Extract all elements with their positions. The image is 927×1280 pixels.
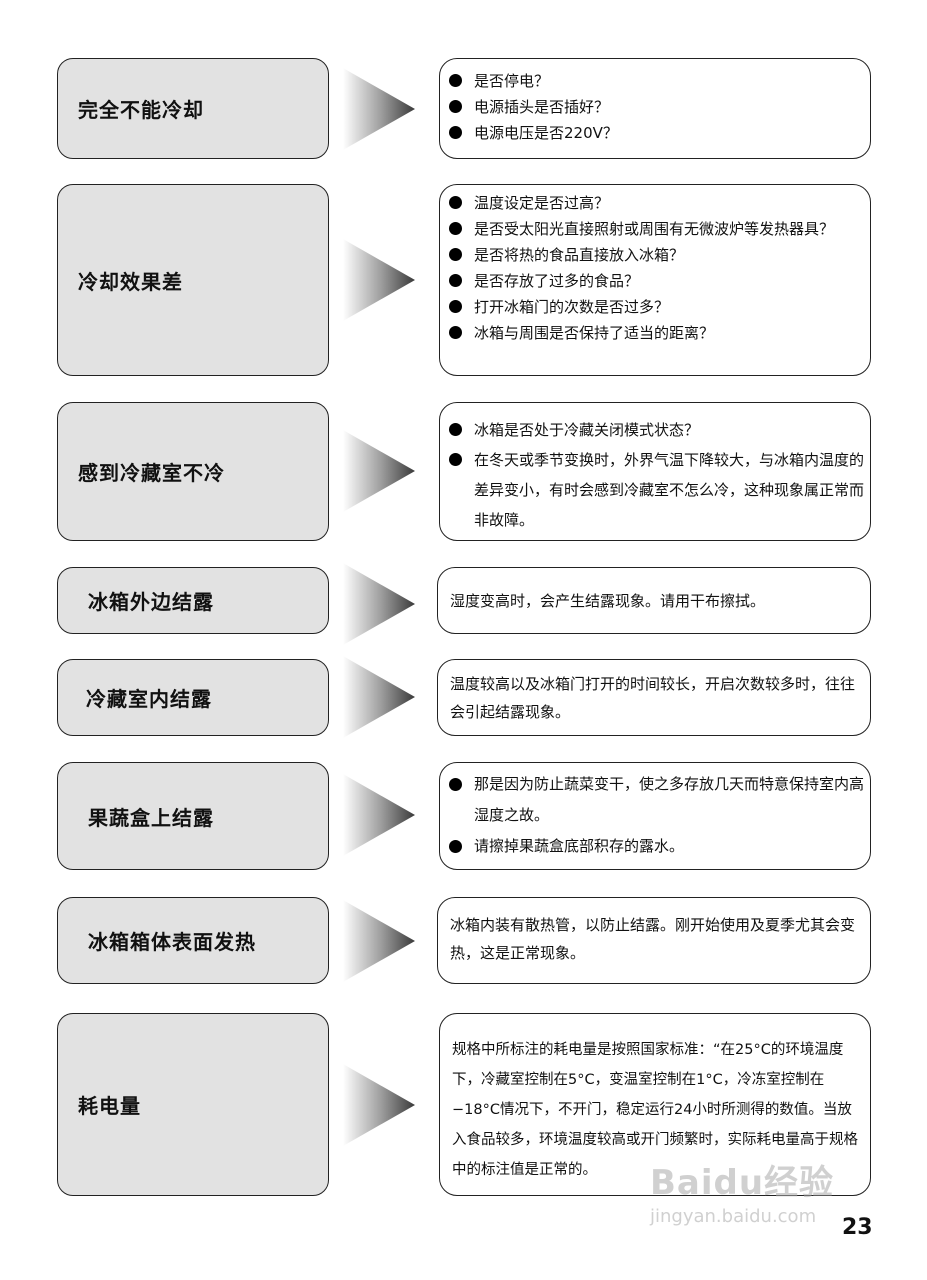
bullet-item: 请擦掉果蔬盒底部积存的露水。 <box>440 831 870 862</box>
arrow-icon <box>343 774 415 856</box>
bullet-item: 温度设定是否过高？ <box>440 190 870 216</box>
symptom-label: 冷藏室内结露 <box>57 659 329 736</box>
bullet-item: 冰箱是否处于冷藏关闭模式状态？ <box>440 415 870 445</box>
answer-text: 湿度变高时，会产生结露现象。请用干布擦拭。 <box>450 591 766 610</box>
bullet-icon <box>449 300 462 313</box>
page-number: 23 <box>842 1215 873 1240</box>
symptom-label: 冰箱外边结露 <box>57 567 329 634</box>
bullet-icon <box>449 100 462 113</box>
bullet-icon <box>449 453 462 466</box>
check-box: 冰箱是否处于冷藏关闭模式状态？ 在冬天或季节变换时，外界气温下降较大，与冰箱内温… <box>439 402 871 541</box>
bullet-item: 是否停电？ <box>440 68 870 94</box>
symptom-label: 果蔬盒上结露 <box>57 762 329 870</box>
bullet-item: 那是因为防止蔬菜变干，使之多存放几天而特意保持室内高湿度之故。 <box>440 769 870 831</box>
arrow-icon <box>343 239 415 321</box>
arrow-icon <box>343 1064 415 1146</box>
bullet-item: 在冬天或季节变换时，外界气温下降较大，与冰箱内温度的差异变小，有时会感到冷藏室不… <box>440 445 870 535</box>
bullet-icon <box>449 74 462 87</box>
watermark-url: jingyan.baidu.com <box>650 1206 817 1227</box>
bullet-icon <box>449 274 462 287</box>
bullet-item: 冰箱与周围是否保持了适当的距离？ <box>440 320 870 346</box>
check-box: 是否停电？ 电源插头是否插好？ 电源电压是否220V？ <box>439 58 871 159</box>
arrow-icon <box>343 656 415 738</box>
bullet-item: 是否存放了过多的食品？ <box>440 268 870 294</box>
symptom-label: 完全不能冷却 <box>57 58 329 159</box>
check-box: 温度设定是否过高？ 是否受太阳光直接照射或周围有无微波炉等发热器具？ 是否将热的… <box>439 184 871 376</box>
answer-text: 温度较高以及冰箱门打开的时间较长，开启次数较多时，往往会引起结露现象。 <box>450 675 856 721</box>
bullet-icon <box>449 778 462 791</box>
check-box: 湿度变高时，会产生结露现象。请用干布擦拭。 <box>437 567 871 634</box>
bullet-icon <box>449 222 462 235</box>
bullet-icon <box>449 196 462 209</box>
check-box: 那是因为防止蔬菜变干，使之多存放几天而特意保持室内高湿度之故。 请擦掉果蔬盒底部… <box>439 762 871 870</box>
bullet-item: 电源插头是否插好？ <box>440 94 870 120</box>
answer-text: 规格中所标注的耗电量是按照国家标准：“在25°C的环境温度下，冷藏室控制在5°C… <box>452 1042 858 1178</box>
symptom-label: 冷却效果差 <box>57 184 329 376</box>
bullet-icon <box>449 126 462 139</box>
answer-text: 冰箱内装有散热管，以防止结露。刚开始使用及夏季尤其会变热，这是正常现象。 <box>450 916 856 962</box>
arrow-icon <box>343 430 415 512</box>
check-box: 冰箱内装有散热管，以防止结露。刚开始使用及夏季尤其会变热，这是正常现象。 <box>437 897 871 984</box>
bullet-item: 电源电压是否220V？ <box>440 120 870 146</box>
symptom-label: 感到冷藏室不冷 <box>57 402 329 541</box>
bullet-item: 是否将热的食品直接放入冰箱？ <box>440 242 870 268</box>
symptom-label: 耗电量 <box>57 1013 329 1196</box>
arrow-icon <box>343 563 415 645</box>
arrow-icon <box>343 900 415 982</box>
bullet-item: 是否受太阳光直接照射或周围有无微波炉等发热器具？ <box>440 216 870 242</box>
bullet-icon <box>449 326 462 339</box>
bullet-icon <box>449 840 462 853</box>
bullet-icon <box>449 423 462 436</box>
watermark-logo: Baidu经验 <box>650 1163 835 1203</box>
bullet-icon <box>449 248 462 261</box>
check-box: 温度较高以及冰箱门打开的时间较长，开启次数较多时，往往会引起结露现象。 <box>437 659 871 736</box>
arrow-icon <box>343 68 415 150</box>
watermark: Baidu经验 jingyan.baidu.com <box>650 1155 834 1227</box>
symptom-label: 冰箱箱体表面发热 <box>57 897 329 984</box>
bullet-item: 打开冰箱门的次数是否过多？ <box>440 294 870 320</box>
check-box: 规格中所标注的耗电量是按照国家标准：“在25°C的环境温度下，冷藏室控制在5°C… <box>439 1013 871 1196</box>
